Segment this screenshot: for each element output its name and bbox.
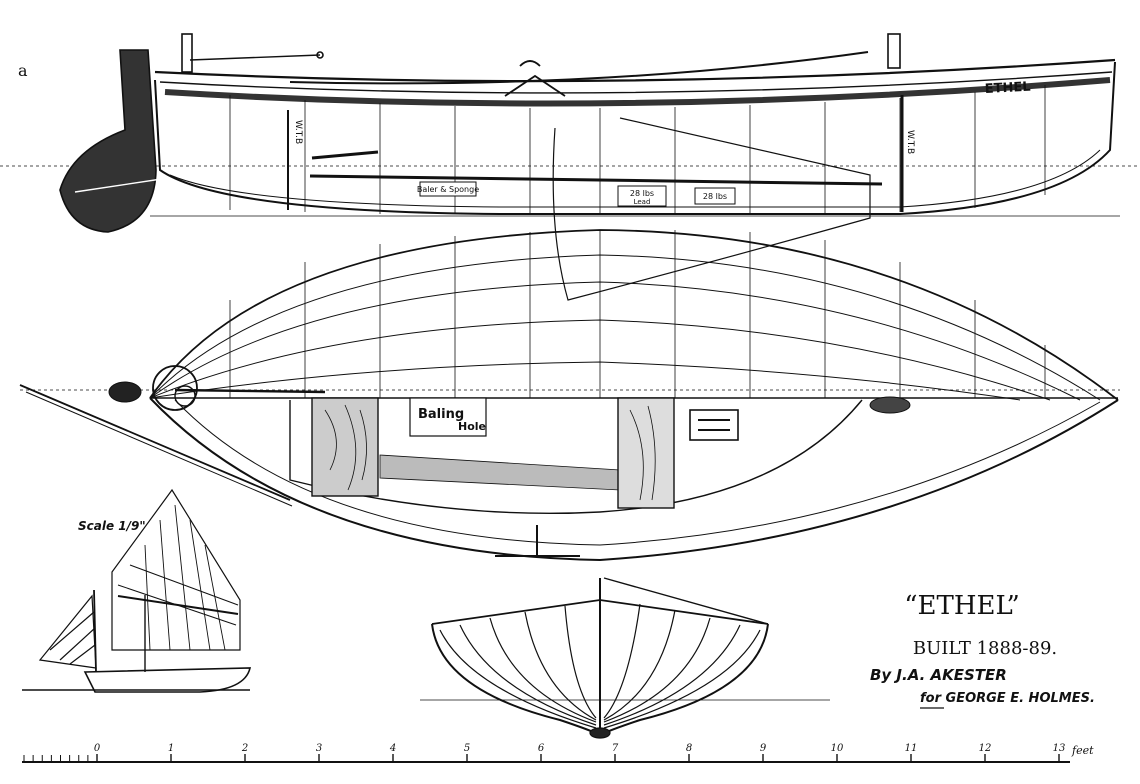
profile-view: [0, 33, 1140, 301]
wtb-label-aft: W.T.B: [293, 120, 303, 144]
lead-box-2: 28 lbs: [694, 187, 736, 205]
scale-tick-label: 2: [241, 743, 248, 754]
scale-tick-label: 11: [905, 743, 918, 754]
hull-name-label: ETHEL: [984, 80, 1031, 97]
wtb-label-fwd: W.T.B: [905, 130, 915, 154]
scale-tick-label: 5: [464, 743, 470, 754]
baling-word-2: Hole: [458, 420, 486, 433]
scale-tick-label: 6: [538, 743, 545, 754]
scale-tick-label: 13: [1053, 743, 1066, 754]
owner-credit: for GEORGE E. HOLMES.: [920, 691, 1095, 706]
sail-plan: [22, 488, 252, 693]
baling-word-1: Baling: [418, 407, 464, 422]
plan-view: [19, 229, 1120, 562]
lead-label-1: 28 lbs: [630, 189, 654, 198]
scale-tick-label: 8: [686, 743, 692, 754]
drawing-title: “ETHEL”: [904, 591, 1020, 621]
lead-label-2: 28 lbs: [703, 192, 727, 201]
baler-label: Baler & Sponge: [417, 185, 479, 194]
scale-tick-label: 1: [168, 743, 174, 754]
scale-tick-label: 4: [389, 743, 396, 754]
scale-unit: feet: [1071, 744, 1094, 757]
scale-tick-label: 3: [316, 743, 322, 754]
baling-hole-box: Baling Hole: [409, 397, 487, 437]
scale-tick-label: 9: [760, 743, 767, 754]
scale-label: Scale 1/9": [78, 519, 146, 533]
designer-credit: By J.A. AKESTER: [870, 666, 1007, 684]
scale-tick-label: 7: [612, 743, 619, 754]
baler-box: Baler & Sponge: [417, 181, 479, 197]
scale-tick-label: 10: [831, 743, 844, 754]
scale-tick-label: 0: [94, 743, 101, 754]
built-date: BUILT 1888-89.: [913, 638, 1057, 659]
scale-tick-label: 12: [979, 743, 992, 754]
lead-label-1-sub: Lead: [634, 198, 651, 206]
body-section: [420, 577, 830, 739]
corner-letter: a: [18, 61, 28, 80]
lead-box-1: 28 lbs Lead: [617, 185, 667, 207]
